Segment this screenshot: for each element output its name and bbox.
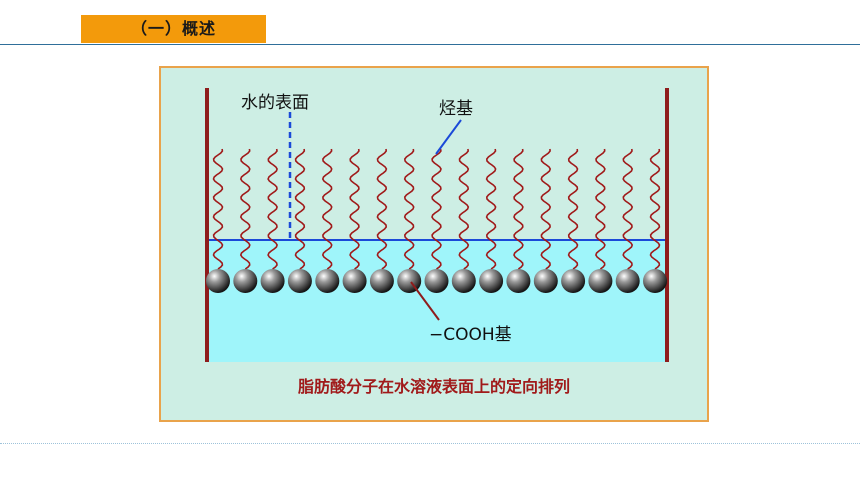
carboxyl-head [206,269,230,293]
hydrocarbon-tail [212,148,224,270]
water-surface-label: 水的表面 [241,93,309,113]
orientation-diagram: 水的表面 烃基 −COOH基 脂肪酸分子在水溶液表面上的定向排列 [205,88,669,396]
carboxyl-head [588,269,613,293]
fatty-acid-molecules [206,148,667,293]
carboxyl-head [315,269,340,293]
hydrocarbon-tail [595,148,606,270]
hydrocarbon-tail [403,148,415,270]
carboxyl-head [615,269,640,293]
hydrocarbon-tail [376,148,388,270]
hydrocarbon-tail [485,148,497,270]
carboxyl-head [451,269,476,293]
carboxyl-head [233,269,258,293]
fatty-acid-orientation-figure: 水的表面 烃基 −COOH基 脂肪酸分子在水溶液表面上的定向排列 [159,66,709,422]
hydrocarbon-tail [540,148,552,270]
carboxyl-head [260,269,285,293]
footer-divider [0,443,860,444]
hydrocarbon-tail [294,148,306,270]
carboxyl-head [561,269,586,293]
carboxyl-head [533,269,558,293]
hydrocarbon-tail [239,148,251,270]
figure-caption: 脂肪酸分子在水溶液表面上的定向排列 [298,377,570,396]
carboxyl-head [287,269,312,293]
hydrocarbon-tail [431,148,442,270]
hydrocarbon-tail [649,148,661,270]
hydrocarbon-tail [567,148,579,270]
carboxyl-head [342,269,367,293]
carboxyl-leader-line [410,281,440,321]
header-divider [0,44,860,45]
hydrocarbon-leader-line [435,119,462,155]
carboxyl-head [424,269,449,293]
carboxyl-label: −COOH基 [429,325,512,345]
carboxyl-head [369,269,394,293]
hydrocarbon-tail [349,148,360,270]
hydrocarbon-tail [513,148,524,270]
hydrocarbon-tail [267,148,278,270]
hydrocarbon-tail [321,148,333,270]
hydrocarbon-tail [458,148,470,270]
carboxyl-head [506,269,531,293]
carboxyl-head [643,269,667,293]
section-label: （一）概述 [81,15,266,43]
carboxyl-head [479,269,504,293]
hydrocarbon-label: 烃基 [439,99,473,119]
hydrocarbon-tail [622,148,634,270]
